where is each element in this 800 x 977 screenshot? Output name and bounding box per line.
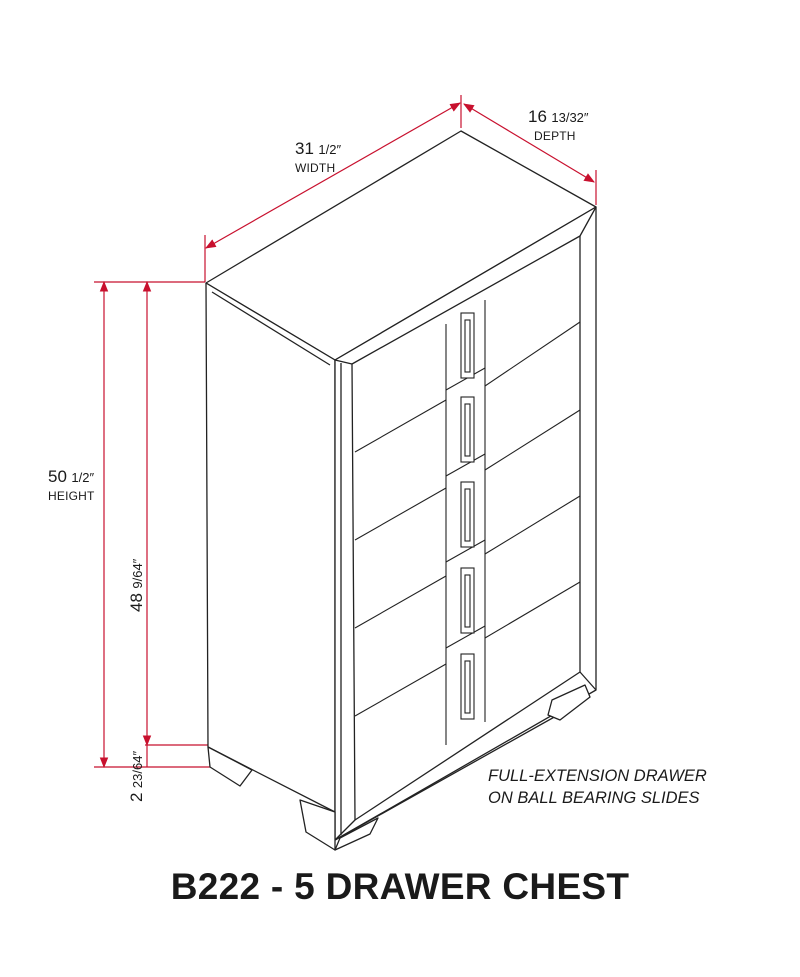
drawer-handles [460, 312, 475, 720]
dimension-lines [94, 95, 597, 769]
body-height-whole: 48 [127, 593, 146, 612]
handle-5 [460, 653, 475, 720]
height-caption: HEIGHT [48, 489, 95, 503]
handle-2 [460, 396, 475, 463]
height-fraction: 1/2″ [71, 470, 95, 485]
height-whole: 50 [48, 467, 67, 486]
leg-height-whole: 2 [127, 792, 146, 802]
handle-1 [460, 312, 475, 379]
feature-note-line-2: ON BALL BEARING SLIDES [488, 789, 700, 807]
chest-outline [205, 130, 597, 851]
depth-label: 16 13/32″ DEPTH [528, 108, 589, 142]
depth-whole: 16 [528, 107, 547, 126]
width-whole: 31 [295, 139, 314, 158]
body-height-label: 48 9/64″ [127, 558, 146, 612]
feature-note-line-1: FULL-EXTENSION DRAWER [488, 767, 707, 785]
width-fraction: 1/2″ [318, 142, 342, 157]
handle-3 [460, 481, 475, 548]
product-title: B222 - 5 DRAWER CHEST [170, 866, 630, 907]
handle-4 [460, 567, 475, 634]
width-label: 31 1/2″ WIDTH [295, 140, 341, 174]
body-height-fraction: 9/64″ [130, 558, 145, 589]
leg-height-fraction: 23/64″ [130, 750, 145, 789]
width-caption: WIDTH [295, 161, 336, 175]
depth-fraction: 13/32″ [551, 110, 589, 125]
drawer-fronts [354, 300, 581, 745]
feature-note: FULL-EXTENSION DRAWER ON BALL BEARING SL… [488, 765, 707, 809]
leg-height-label: 2 23/64″ [127, 750, 146, 802]
height-label: 50 1/2″ HEIGHT [48, 468, 95, 502]
depth-caption: DEPTH [534, 129, 576, 143]
